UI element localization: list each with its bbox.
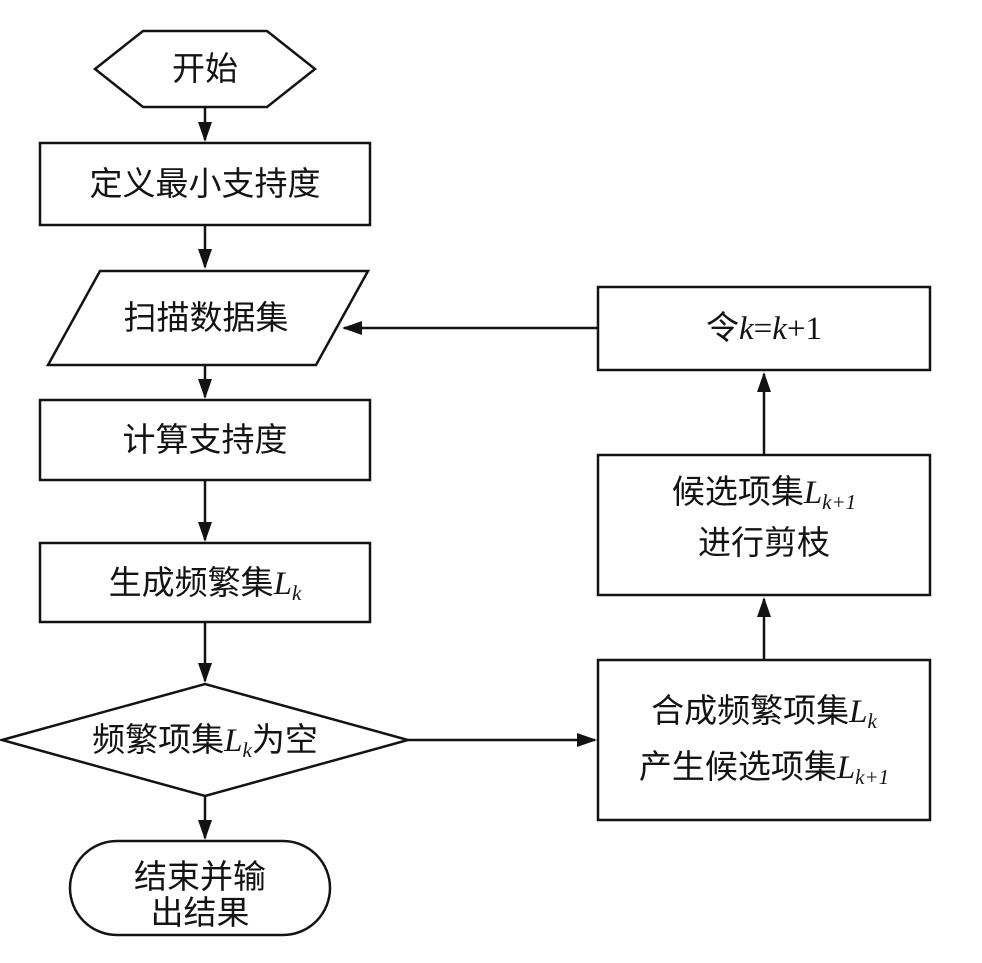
subscript: k+1 [822, 490, 856, 514]
merge-shape [596, 658, 932, 822]
define-min-support-label: 定义最小支持度 [90, 166, 321, 203]
prune-label-line2: 进行剪枝 [698, 525, 830, 562]
generate-frequent-shape [38, 541, 372, 624]
increment-k-label: 令k=k+1 [706, 310, 822, 347]
start-node-label: 开始 [172, 51, 238, 88]
scan-dataset-label: 扫描数据集 [124, 300, 289, 337]
define-min-support-shape [38, 141, 372, 227]
merge-label-line2: 产生候选项集Lk+1 [639, 749, 889, 789]
prune-shape [596, 453, 932, 597]
end-node-shape [68, 839, 332, 937]
subscript: k [292, 581, 302, 605]
increment-k-shape [596, 285, 932, 372]
merge-label-line1: 合成频繁项集Lk [651, 693, 877, 733]
subscript: k [243, 738, 253, 762]
start-node-shape [92, 29, 318, 109]
decision-empty-label: 频繁项集Lk为空 [92, 722, 318, 762]
end-node-label-line1: 结束并输 [134, 859, 266, 896]
generate-frequent-label: 生成频繁集Lk [109, 565, 302, 605]
edges [198, 108, 771, 840]
end-node-label-line2: 出结果 [151, 895, 250, 932]
subscript: k+1 [855, 765, 889, 789]
scan-dataset-shape [45, 269, 371, 367]
decision-empty-shape [0, 682, 413, 798]
compute-support-label: 计算支持度 [123, 422, 288, 459]
prune-label-line1: 候选项集Lk+1 [672, 474, 856, 514]
subscript: k [868, 709, 878, 733]
compute-support-shape [38, 398, 372, 482]
